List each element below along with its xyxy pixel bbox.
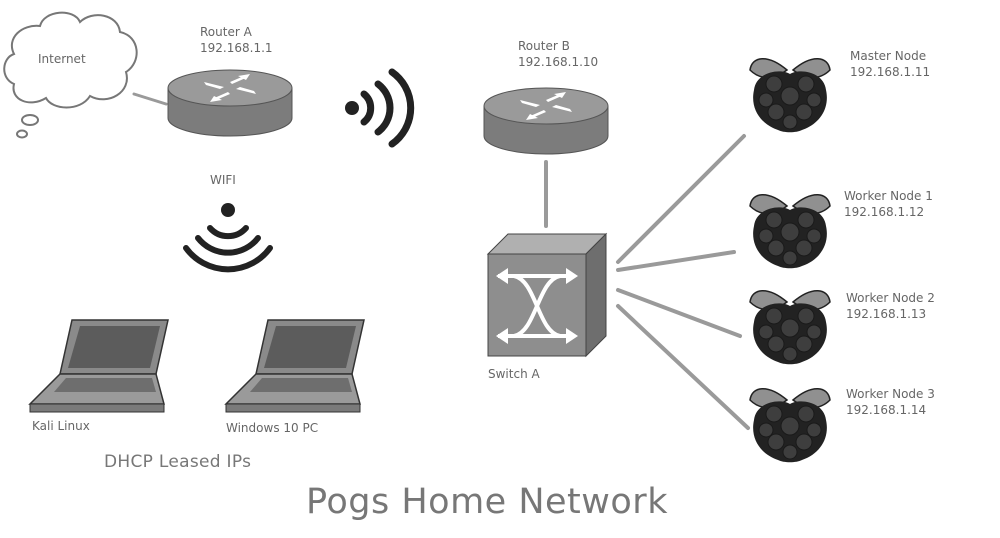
internet-label: Internet <box>38 52 86 66</box>
switch-icon <box>486 232 608 358</box>
node-ip: 192.168.1.12 <box>844 205 925 219</box>
windows-pc-label: Windows 10 PC <box>226 421 319 435</box>
wireless-link-icon <box>345 68 415 148</box>
raspberry-pi-icon-master <box>749 57 831 133</box>
router-a-label: Router A 192.168.1.1 <box>200 24 273 56</box>
laptop-icon-kali <box>29 319 169 413</box>
worker-node-2-label: Worker Node 2 192.168.1.13 <box>846 290 935 322</box>
node-name: Worker Node 1 <box>844 189 933 203</box>
switch-worker3-link <box>616 304 750 430</box>
wifi-label: WIFI <box>210 173 236 187</box>
router-b-icon <box>483 87 609 155</box>
node-name: Worker Node 3 <box>846 387 935 401</box>
node-name: Master Node <box>850 49 927 63</box>
switch-worker1-link <box>616 250 736 272</box>
cloud-icon <box>3 11 138 139</box>
router-a-ip: 192.168.1.1 <box>200 41 273 55</box>
raspberry-pi-icon-worker-3 <box>749 387 831 463</box>
raspberry-pi-icon-worker-1 <box>749 193 831 269</box>
router-a-name: Router A <box>200 25 252 39</box>
raspberry-pi-icon-worker-2 <box>749 289 831 365</box>
router-b-ip: 192.168.1.10 <box>518 55 599 69</box>
router-b-label: Router B 192.168.1.10 <box>518 38 598 70</box>
laptop-icon-windows <box>225 319 365 413</box>
node-ip: 192.168.1.11 <box>850 65 931 79</box>
node-ip: 192.168.1.14 <box>846 403 927 417</box>
switch-label: Switch A <box>488 367 540 381</box>
internet-router-a-link <box>132 92 168 106</box>
wifi-icon <box>183 203 273 273</box>
dhcp-leased-ips-label: DHCP Leased IPs <box>104 452 252 472</box>
switch-worker2-link <box>616 288 742 338</box>
master-node-label: Master Node 192.168.1.11 <box>850 48 930 80</box>
worker-node-3-label: Worker Node 3 192.168.1.14 <box>846 386 935 418</box>
worker-node-1-label: Worker Node 1 192.168.1.12 <box>844 188 933 220</box>
node-ip: 192.168.1.13 <box>846 307 927 321</box>
connections <box>132 92 750 430</box>
node-name: Worker Node 2 <box>846 291 935 305</box>
kali-linux-label: Kali Linux <box>32 419 90 433</box>
router-b-name: Router B <box>518 39 570 53</box>
switch-master-link <box>616 134 746 264</box>
router-a-icon <box>167 69 293 137</box>
diagram-title: Pogs Home Network <box>306 482 668 522</box>
